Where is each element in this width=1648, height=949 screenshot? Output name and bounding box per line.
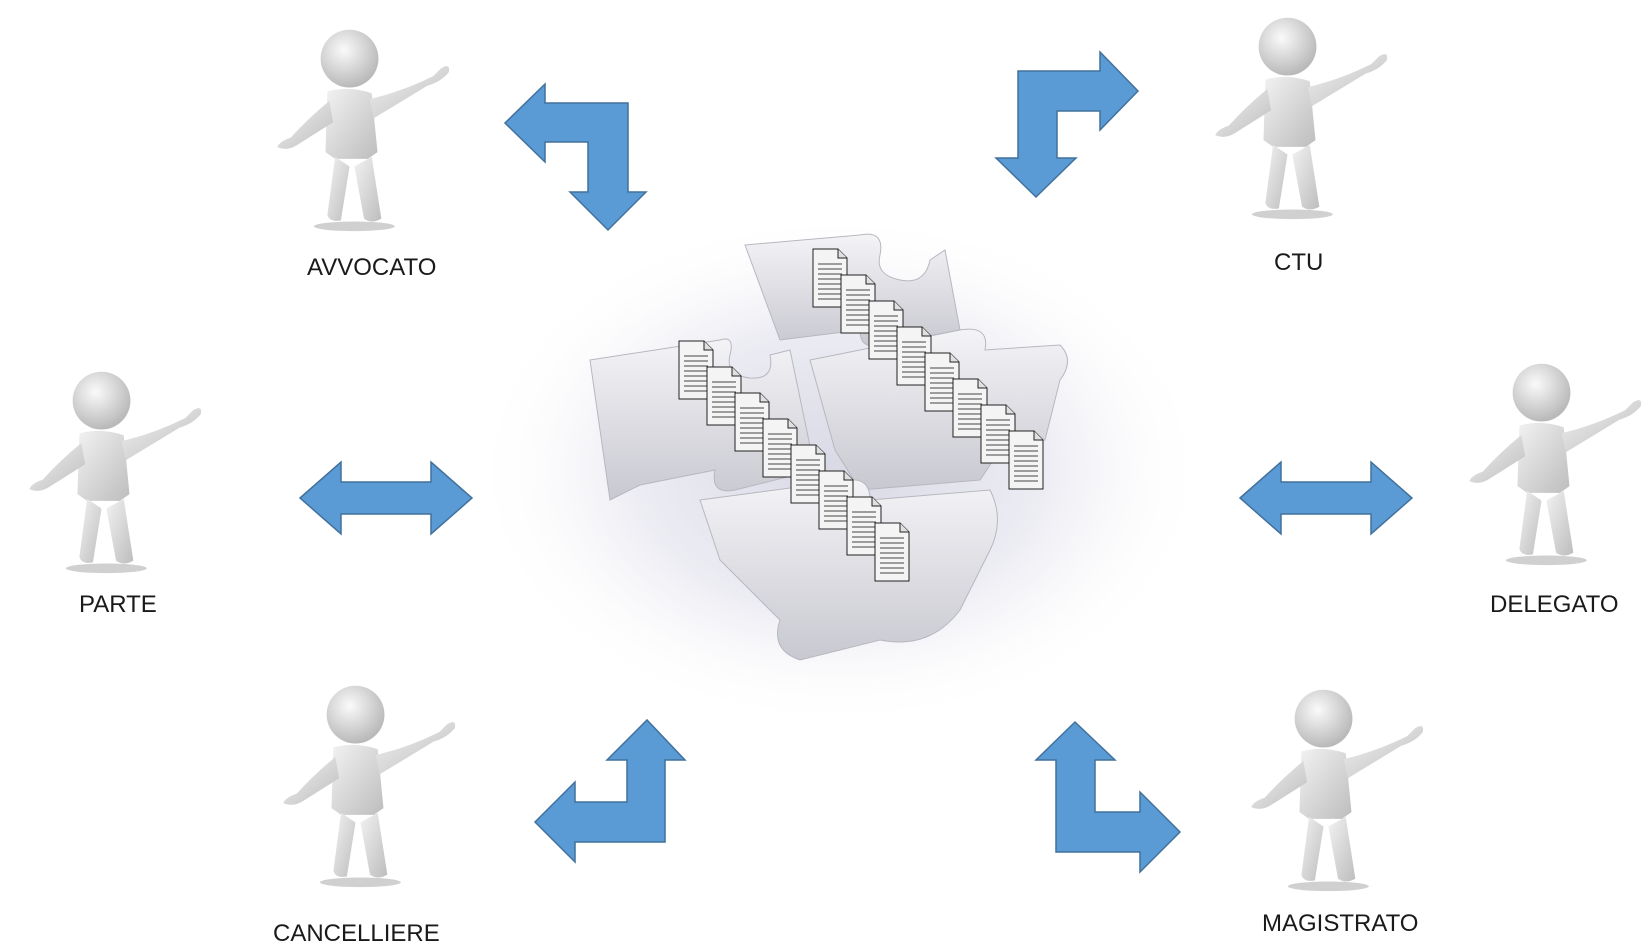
arrow-cancelliere	[533, 718, 687, 864]
figure-cancelliere	[264, 674, 476, 894]
label-avvocato: AVVOCATO	[307, 254, 437, 281]
figure-delegato	[1450, 352, 1648, 572]
arrow-ctu	[994, 50, 1140, 199]
figure-magistrato	[1232, 678, 1444, 898]
figure-parte	[10, 360, 222, 580]
label-cancelliere: CANCELLIERE	[273, 920, 440, 947]
arrow-magistrato	[1034, 720, 1182, 874]
arrow-avvocato	[503, 82, 648, 232]
label-ctu: CTU	[1274, 249, 1324, 276]
label-parte: PARTE	[79, 591, 157, 618]
arrow-delegato	[1238, 460, 1414, 536]
figure-avvocato	[258, 18, 470, 238]
puzzle-documents-icon	[470, 210, 1210, 730]
label-magistrato: MAGISTRATO	[1262, 910, 1419, 937]
puzzle-piece	[699, 479, 998, 661]
puzzle-piece	[589, 338, 816, 501]
arrow-parte	[298, 460, 474, 536]
figure-ctu	[1196, 6, 1408, 226]
label-delegato: DELEGATO	[1490, 591, 1619, 618]
